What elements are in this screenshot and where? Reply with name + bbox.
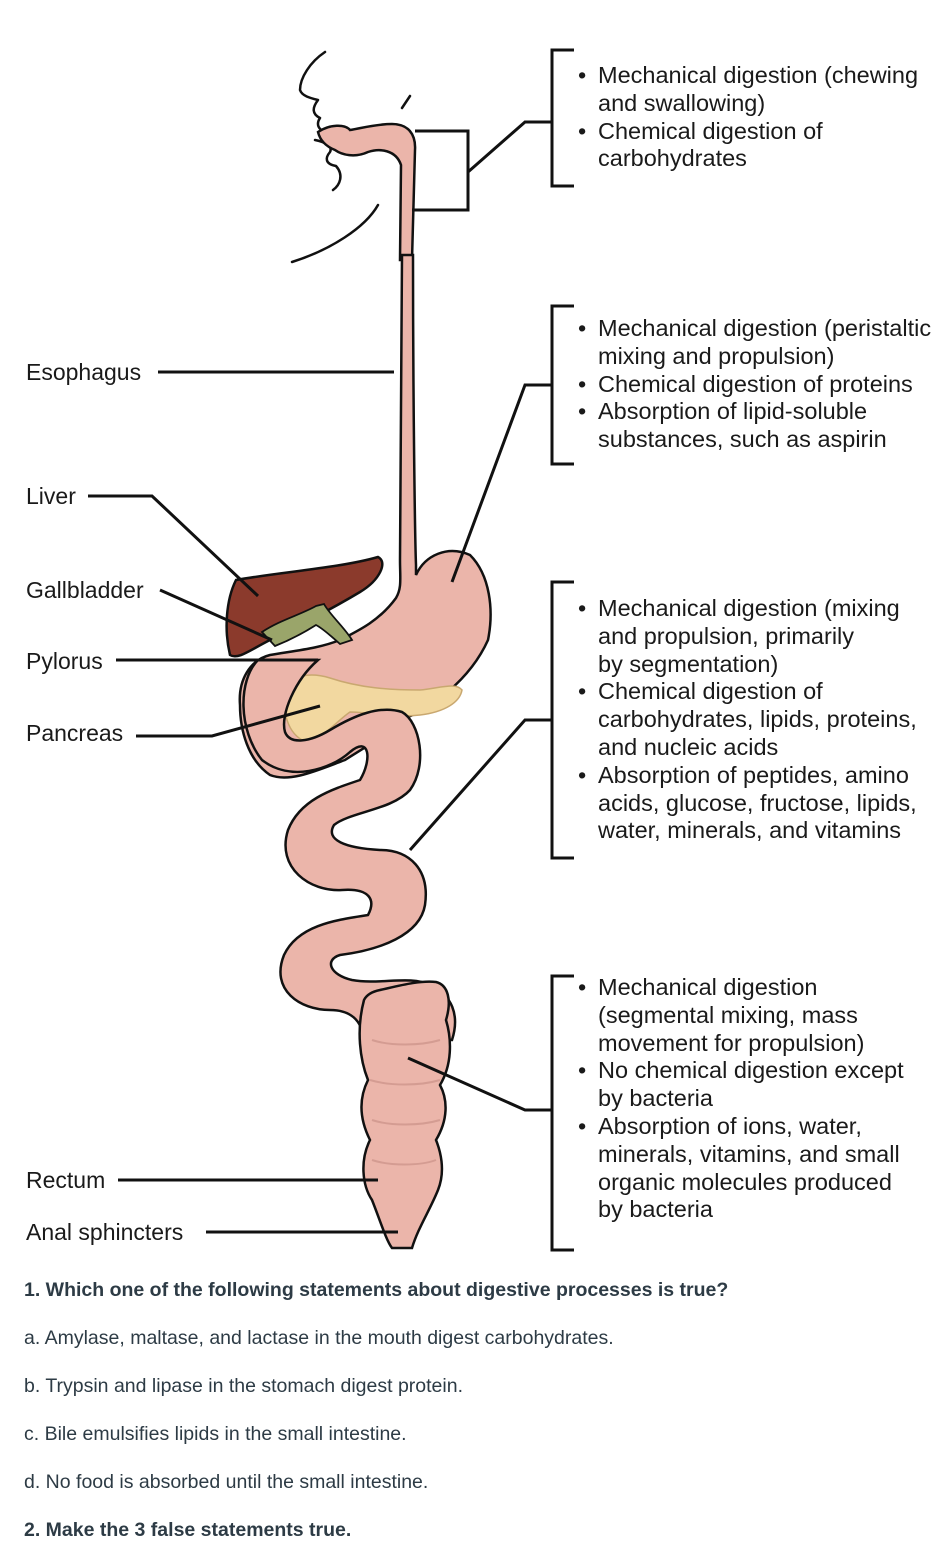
rectum-segment-lines xyxy=(369,1039,441,1166)
info-line: •Chemical digestion of xyxy=(578,117,823,144)
label-pancreas: Pancreas xyxy=(26,720,124,746)
info-line: •Chemical digestion of xyxy=(578,678,823,705)
gallbladder-shape xyxy=(260,602,354,648)
info-line: •Mechanical digestion xyxy=(578,974,818,1000)
info-line: and propulsion, primarily xyxy=(598,622,855,649)
info-line: by segmentation) xyxy=(598,650,779,677)
option-a: a. Amylase, maltase, and lactase in the … xyxy=(24,1327,614,1349)
info-line: movement for propulsion) xyxy=(598,1029,865,1056)
info-block-stomach: •Mechanical digestion (peristaltic mixin… xyxy=(578,315,950,454)
info-line: •Absorption of lipid-soluble xyxy=(578,398,868,425)
info-line: •Mechanical digestion (peristaltic xyxy=(578,315,932,341)
info-line: organic molecules produced xyxy=(598,1168,892,1195)
info-line: •Mechanical digestion (chewing xyxy=(578,62,919,88)
info-line: water, minerals, and vitamins xyxy=(598,817,902,844)
info-line: carbohydrates xyxy=(598,145,747,172)
info-line: •Chemical digestion of proteins xyxy=(578,370,913,397)
label-anal-sphincters: Anal sphincters xyxy=(26,1219,184,1245)
info-line: by bacteria xyxy=(598,1196,713,1223)
option-c: c. Bile emulsifies lipids in the small i… xyxy=(24,1423,407,1445)
info-line: •Absorption of peptides, amino xyxy=(578,761,909,788)
label-rectum: Rectum xyxy=(26,1167,106,1193)
info-line: •Absorption of ions, water, xyxy=(578,1112,862,1139)
info-brackets xyxy=(407,48,574,1252)
mouth-cavity xyxy=(316,122,417,262)
info-block-large-intestine: •Mechanical digestion (segmental mixing,… xyxy=(578,974,950,1224)
option-b: b. Trypsin and lipase in the stomach dig… xyxy=(24,1375,463,1397)
left-leader-lines xyxy=(88,370,398,1234)
question-2: 2. Make the 3 false statements true. xyxy=(24,1519,352,1541)
info-line: minerals, vitamins, and small xyxy=(598,1140,900,1167)
info-line: carbohydrates, lipids, proteins, xyxy=(598,706,917,733)
info-line: and swallowing) xyxy=(598,89,766,116)
info-line: mixing and propulsion) xyxy=(598,342,835,369)
label-pylorus: Pylorus xyxy=(26,648,103,674)
label-gallbladder: Gallbladder xyxy=(26,577,144,603)
info-line: acids, glucose, fructose, lipids, xyxy=(598,789,917,816)
info-line: by bacteria xyxy=(598,1085,713,1112)
info-line: •No chemical digestion except xyxy=(578,1057,904,1084)
info-line: and nucleic acids xyxy=(598,733,779,760)
head-profile xyxy=(290,50,412,264)
label-esophagus: Esophagus xyxy=(26,359,142,385)
info-block-small-intestine: •Mechanical digestion (mixing and propul… xyxy=(578,595,950,845)
question-1: 1. Which one of the following statements… xyxy=(24,1279,729,1301)
large-intestine-shape xyxy=(358,980,452,1250)
info-line: (segmental mixing, mass xyxy=(598,1001,858,1028)
digestive-system-diagram xyxy=(88,48,574,1252)
label-liver: Liver xyxy=(26,483,76,509)
info-line: substances, such as aspirin xyxy=(598,426,887,453)
option-d: d. No food is absorbed until the small i… xyxy=(24,1471,429,1493)
info-block-mouth: •Mechanical digestion (chewing and swall… xyxy=(578,62,950,173)
info-line: •Mechanical digestion (mixing xyxy=(578,595,900,621)
